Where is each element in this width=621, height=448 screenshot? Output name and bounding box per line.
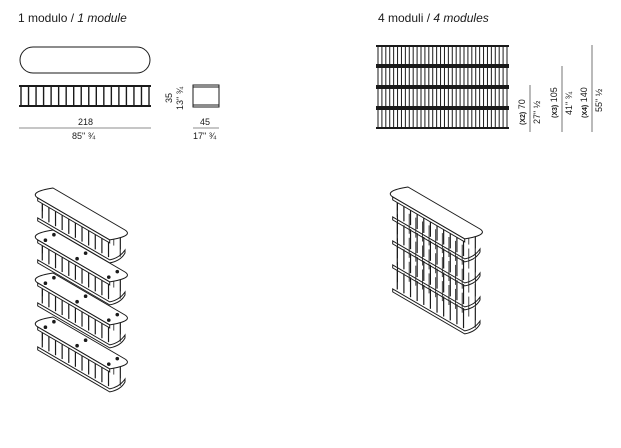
title-four-alt: 4 modules bbox=[433, 11, 489, 25]
width-in-label: 85" ¾ bbox=[72, 131, 96, 141]
title-one-alt: 1 module bbox=[77, 11, 127, 25]
title-one-module: 1 modulo / 1 module bbox=[18, 11, 127, 25]
title-one-main: 1 modulo bbox=[18, 11, 68, 25]
title-four-sep: / bbox=[423, 11, 434, 25]
title-four-modules: 4 moduli / 4 modules bbox=[378, 11, 489, 25]
depth-in-label: 17" ¾ bbox=[193, 131, 217, 141]
title-one-sep: / bbox=[67, 11, 78, 25]
width-cm-label: 218 bbox=[78, 117, 94, 127]
title-four-main: 4 moduli bbox=[378, 11, 424, 25]
depth-cm-label: 45 bbox=[200, 117, 211, 127]
